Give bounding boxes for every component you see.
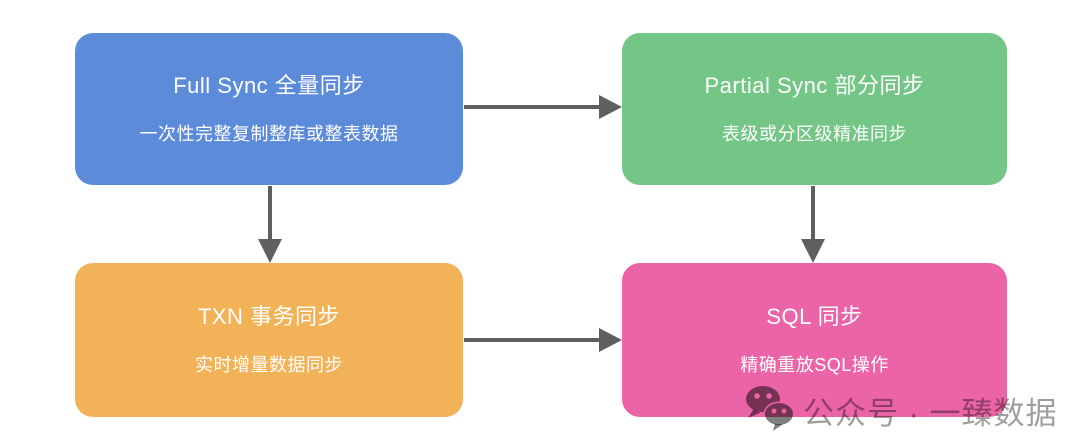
watermark-text: 公众号 · 一臻数据 — [803, 395, 1058, 431]
node-sql-sync-title: SQL 同步 — [766, 303, 863, 329]
watermark: 公众号 · 一臻数据 — [744, 386, 1058, 434]
node-sql-sync: SQL 同步 精确重放SQL操作 — [622, 263, 1007, 417]
node-sql-sync-subtitle: 精确重放SQL操作 — [740, 354, 889, 375]
node-partial-sync-title: Partial Sync 部分同步 — [704, 72, 925, 98]
node-partial-sync: Partial Sync 部分同步 表级或分区级精准同步 — [622, 33, 1007, 185]
node-full-sync-subtitle: 一次性完整复制整库或整表数据 — [139, 123, 399, 144]
arrow-txn-to-sql — [464, 328, 622, 352]
node-txn-sync-subtitle: 实时增量数据同步 — [195, 354, 343, 375]
node-partial-sync-subtitle: 表级或分区级精准同步 — [722, 123, 907, 144]
node-full-sync-title: Full Sync 全量同步 — [173, 72, 365, 98]
arrow-full-to-partial — [464, 95, 622, 119]
wechat-icon — [746, 386, 793, 431]
arrow-partial-to-sql — [801, 186, 825, 263]
arrow-full-to-txn — [258, 186, 282, 263]
node-full-sync: Full Sync 全量同步 一次性完整复制整库或整表数据 — [75, 33, 463, 185]
node-txn-sync-title: TXN 事务同步 — [197, 303, 341, 329]
node-txn-sync: TXN 事务同步 实时增量数据同步 — [75, 263, 463, 417]
